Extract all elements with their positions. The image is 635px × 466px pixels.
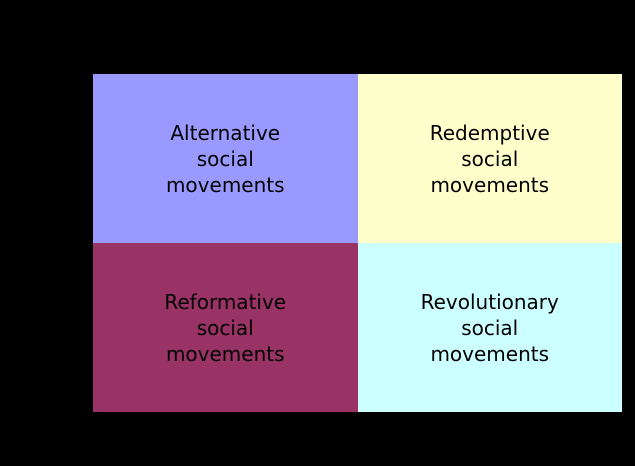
social-movements-matrix: Alternative social movements Redemptive … (93, 74, 622, 412)
quadrant-reformative-label: Reformative social movements (164, 289, 286, 367)
quadrant-label-line: Alternative (170, 120, 281, 145)
quadrant-label-line: Reformative (164, 289, 287, 314)
quadrant-label-line: movements (430, 172, 550, 197)
quadrant-revolutionary-label: Revolutionary social movements (421, 289, 559, 367)
quadrant-redemptive-label: Redemptive social movements (430, 120, 550, 198)
quadrant-label-line: social (461, 315, 519, 340)
quadrant-label-line: social (196, 146, 254, 171)
quadrant-reformative: Reformative social movements (93, 243, 358, 412)
quadrant-label-line: social (461, 146, 519, 171)
quadrant-revolutionary: Revolutionary social movements (357, 243, 622, 412)
quadrant-label-line: Redemptive (429, 120, 550, 145)
quadrant-alternative-label: Alternative social movements (166, 120, 285, 198)
quadrant-label-line: Revolutionary (420, 289, 559, 314)
quadrant-redemptive: Redemptive social movements (357, 74, 622, 243)
quadrant-label-line: movements (430, 341, 550, 366)
quadrant-alternative: Alternative social movements (93, 74, 358, 243)
quadrant-label-line: movements (165, 341, 285, 366)
quadrant-label-line: social (196, 315, 254, 340)
quadrant-label-line: movements (165, 172, 285, 197)
